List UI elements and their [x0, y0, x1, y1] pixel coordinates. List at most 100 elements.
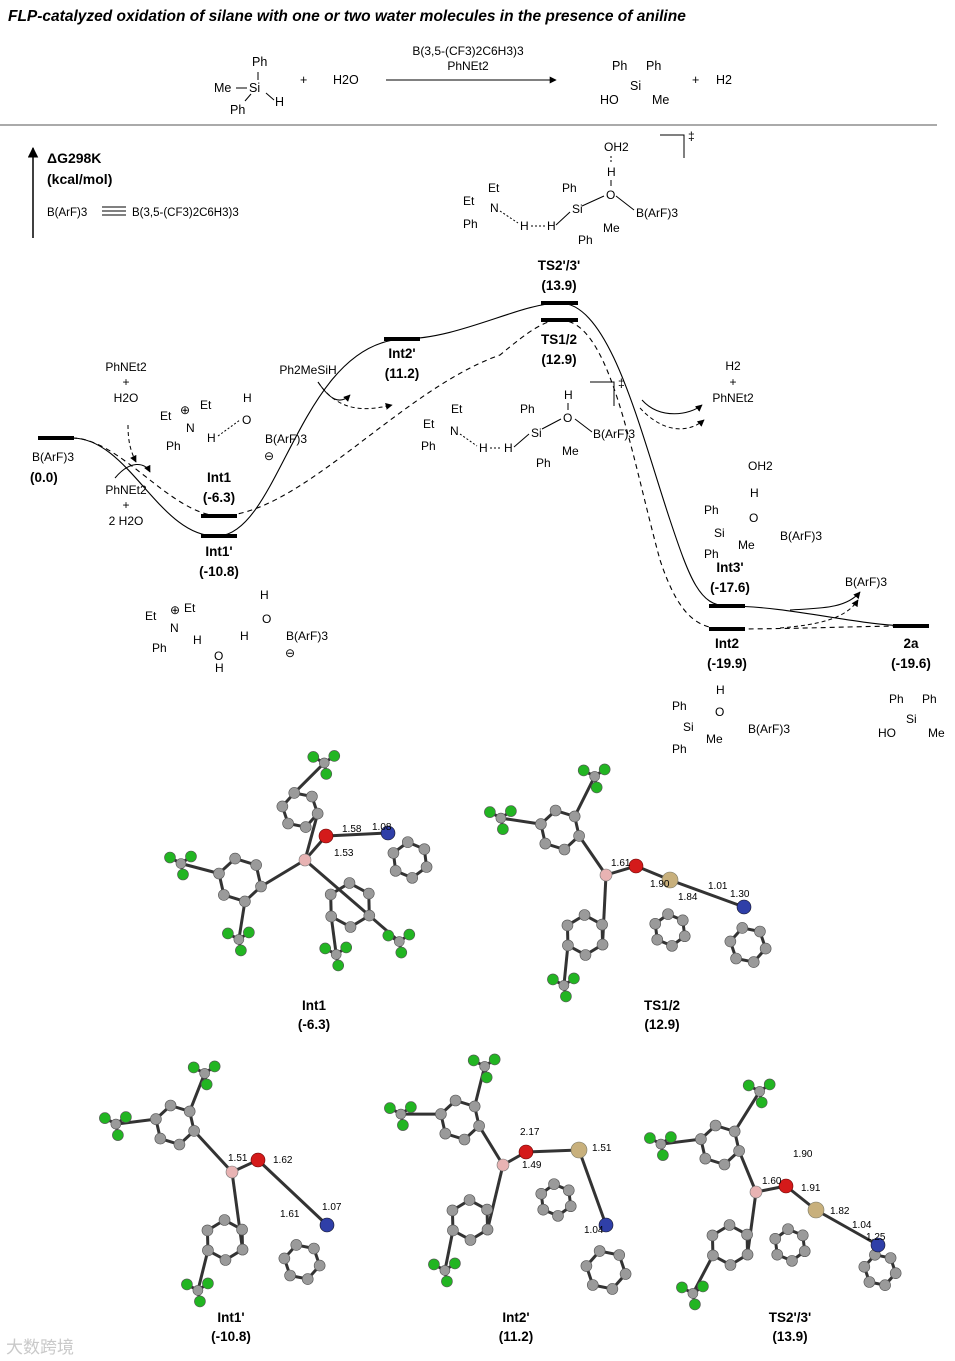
svg-text:H: H — [193, 633, 202, 647]
atom — [464, 1234, 477, 1246]
svg-text:O: O — [563, 411, 572, 425]
atom — [222, 927, 234, 940]
svg-text:H: H — [504, 441, 513, 455]
svg-text:O: O — [214, 649, 223, 663]
svg-text:N: N — [450, 424, 459, 438]
svg-text:1.51: 1.51 — [592, 1143, 612, 1154]
svg-text:Et: Et — [200, 398, 212, 412]
bond — [293, 761, 326, 794]
silane-ph-top: Ph — [252, 55, 267, 69]
atom — [497, 823, 509, 835]
svg-text:Et: Et — [451, 402, 463, 416]
bond — [500, 816, 542, 826]
atom — [649, 917, 662, 930]
atom — [723, 1219, 736, 1231]
bond — [486, 1164, 505, 1230]
atom — [473, 1120, 485, 1132]
boron-atom — [225, 1165, 239, 1179]
atom — [394, 936, 405, 947]
atom — [479, 1061, 490, 1072]
atom — [741, 1248, 754, 1261]
atom — [324, 888, 337, 901]
svg-text:Ph: Ph — [463, 217, 478, 231]
atom — [177, 868, 189, 881]
bond — [196, 1250, 210, 1291]
silicon-atom — [570, 1141, 588, 1159]
atom — [332, 959, 345, 972]
atom — [458, 1133, 471, 1146]
atom — [593, 1245, 606, 1257]
atom — [313, 1259, 326, 1272]
legend-barf3: B(ArF)3 — [47, 207, 87, 219]
oxygen-atom — [518, 1144, 534, 1160]
atom — [573, 830, 585, 842]
atom — [535, 1187, 548, 1200]
atom — [586, 1279, 599, 1291]
water-label: H2O — [333, 73, 359, 87]
atom — [403, 928, 416, 941]
silane-in-label: Ph2MeSiH — [279, 363, 336, 377]
amine-out-label: PhNEt2 — [712, 391, 754, 405]
silanol-me: Me — [652, 93, 669, 107]
structure-int1p: ⊕ Et Et N Ph H O H H H O B(ArF)3 ⊖ — [145, 588, 328, 675]
svg-text:B(ArF)3: B(ArF)3 — [265, 432, 307, 446]
reaction-scheme: Ph Me Si H Ph + H2O B(3,5-(CF3)2C6H3)3 P… — [214, 44, 732, 117]
atom — [173, 1138, 186, 1151]
atom — [495, 812, 507, 824]
atom — [736, 922, 749, 934]
atom — [706, 1229, 719, 1242]
atom — [759, 942, 772, 955]
value-int3p: (-17.6) — [710, 580, 750, 595]
value-ts12: (12.9) — [541, 352, 576, 367]
structure-ts2p3p: OH2 H O Ph Si Ph Me B(ArF)3 Et Et N Ph H… — [463, 129, 695, 247]
atom — [481, 1203, 493, 1216]
svg-text:O: O — [242, 413, 251, 427]
reagent-top-water: H2O — [114, 391, 139, 405]
atom — [311, 807, 324, 820]
atom — [505, 805, 517, 817]
atom — [201, 1224, 214, 1237]
label-barf3: B(ArF)3 — [32, 450, 74, 464]
atom — [306, 790, 318, 803]
energy-axis: ΔG298K (kcal/mol) B(ArF)3 B(3,5-(CF3)2C6… — [27, 146, 239, 238]
svg-text:⊕: ⊕ — [180, 403, 190, 417]
energy-levels — [38, 301, 929, 631]
svg-text:Ph: Ph — [166, 439, 181, 453]
atom — [655, 1138, 667, 1150]
atom — [318, 757, 330, 769]
atom — [200, 1078, 213, 1091]
plus-1: + — [300, 73, 307, 87]
svg-text:B(ArF)3: B(ArF)3 — [748, 722, 790, 736]
boron-atom — [298, 853, 312, 867]
atom — [689, 1298, 701, 1311]
atom — [539, 837, 552, 850]
atom — [276, 800, 289, 813]
caption-int1p-value: (-10.8) — [211, 1329, 251, 1344]
svg-text:H: H — [207, 431, 216, 445]
svg-text:Ph: Ph — [672, 699, 687, 713]
bond — [256, 1158, 329, 1227]
caption-int2p: Int2' — [502, 1310, 529, 1325]
svg-text:Me: Me — [738, 538, 755, 552]
nitrogen-atom — [319, 1217, 335, 1233]
svg-text:H: H — [260, 588, 269, 602]
atom — [384, 1102, 396, 1114]
caption-int2p-value: (11.2) — [499, 1329, 534, 1344]
atom — [330, 949, 342, 960]
svg-text:Me: Me — [562, 444, 579, 458]
bond — [525, 1148, 580, 1154]
value-ts2p3p: (13.9) — [541, 278, 576, 293]
atom — [439, 1265, 451, 1276]
svg-text:Ph: Ph — [421, 439, 436, 453]
structure-2a: Ph Ph Si HO Me — [878, 692, 945, 740]
atom — [548, 1178, 560, 1190]
svg-text:Et: Et — [423, 417, 435, 431]
atom — [188, 1125, 200, 1137]
label-int1: Int1 — [207, 470, 231, 485]
silane-h: H — [275, 95, 284, 109]
atom — [552, 1210, 564, 1222]
bond — [325, 831, 389, 838]
atom — [199, 1068, 210, 1079]
distance-labels: 1.58 1.08 1.53 1.61 1.90 1.84 1.01 1.30 … — [228, 822, 886, 1243]
svg-text:OH2: OH2 — [748, 459, 773, 473]
